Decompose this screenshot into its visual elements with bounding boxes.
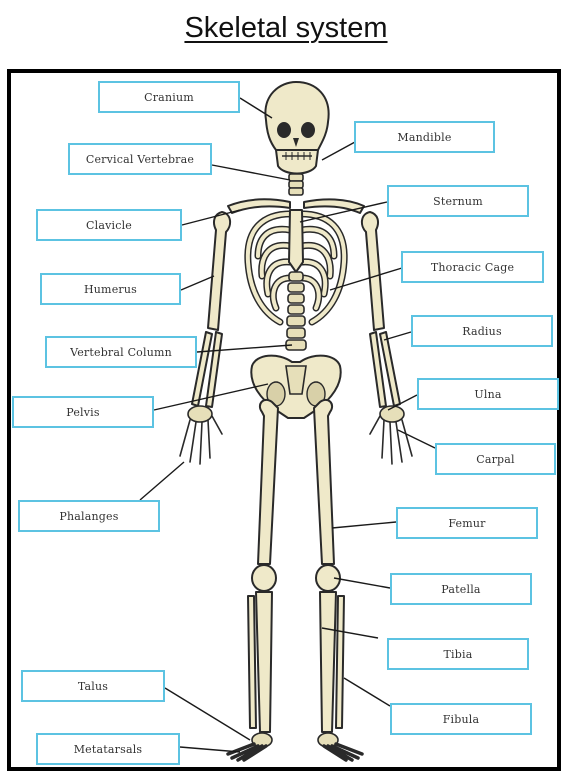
sternum-bone [289, 210, 303, 272]
label-radius: Radius [411, 315, 553, 347]
label-thoracic-cage: Thoracic Cage [401, 251, 544, 283]
vertebral-column-bones [286, 272, 306, 350]
label-tibia: Tibia [387, 638, 529, 670]
skeleton-illustration [180, 82, 412, 760]
label-phalanges: Phalanges [18, 500, 160, 532]
label-cervical-vertebrae: Cervical Vertebrae [68, 143, 212, 175]
label-patella: Patella [390, 573, 532, 605]
femur-left [258, 400, 278, 564]
tibia-left [256, 592, 272, 732]
femur-right [314, 400, 334, 564]
label-ulna: Ulna [417, 378, 559, 410]
foot-right [318, 733, 362, 760]
label-fibula: Fibula [390, 703, 532, 735]
label-clavicle: Clavicle [36, 209, 182, 241]
label-femur: Femur [396, 507, 538, 539]
cranium-bone [265, 82, 328, 150]
hand-right [370, 406, 412, 464]
label-talus: Talus [21, 670, 165, 702]
humerus-right [362, 212, 384, 330]
foot-left [228, 733, 272, 760]
label-cranium: Cranium [98, 81, 240, 113]
label-vertebral-column: Vertebral Column [45, 336, 197, 368]
label-carpal: Carpal [435, 443, 556, 475]
label-mandible: Mandible [354, 121, 495, 153]
label-metatarsals: Metatarsals [36, 733, 180, 765]
mandible-bone [276, 150, 318, 174]
cervical-vertebrae-bones [289, 174, 303, 195]
fibula-right [336, 596, 344, 728]
label-humerus: Humerus [40, 273, 181, 305]
humerus-left [208, 212, 230, 330]
hand-left [180, 406, 222, 464]
label-pelvis: Pelvis [12, 396, 154, 428]
fibula-left [248, 596, 256, 728]
patella-left [252, 565, 276, 591]
tibia-right [320, 592, 336, 732]
label-sternum: Sternum [387, 185, 529, 217]
